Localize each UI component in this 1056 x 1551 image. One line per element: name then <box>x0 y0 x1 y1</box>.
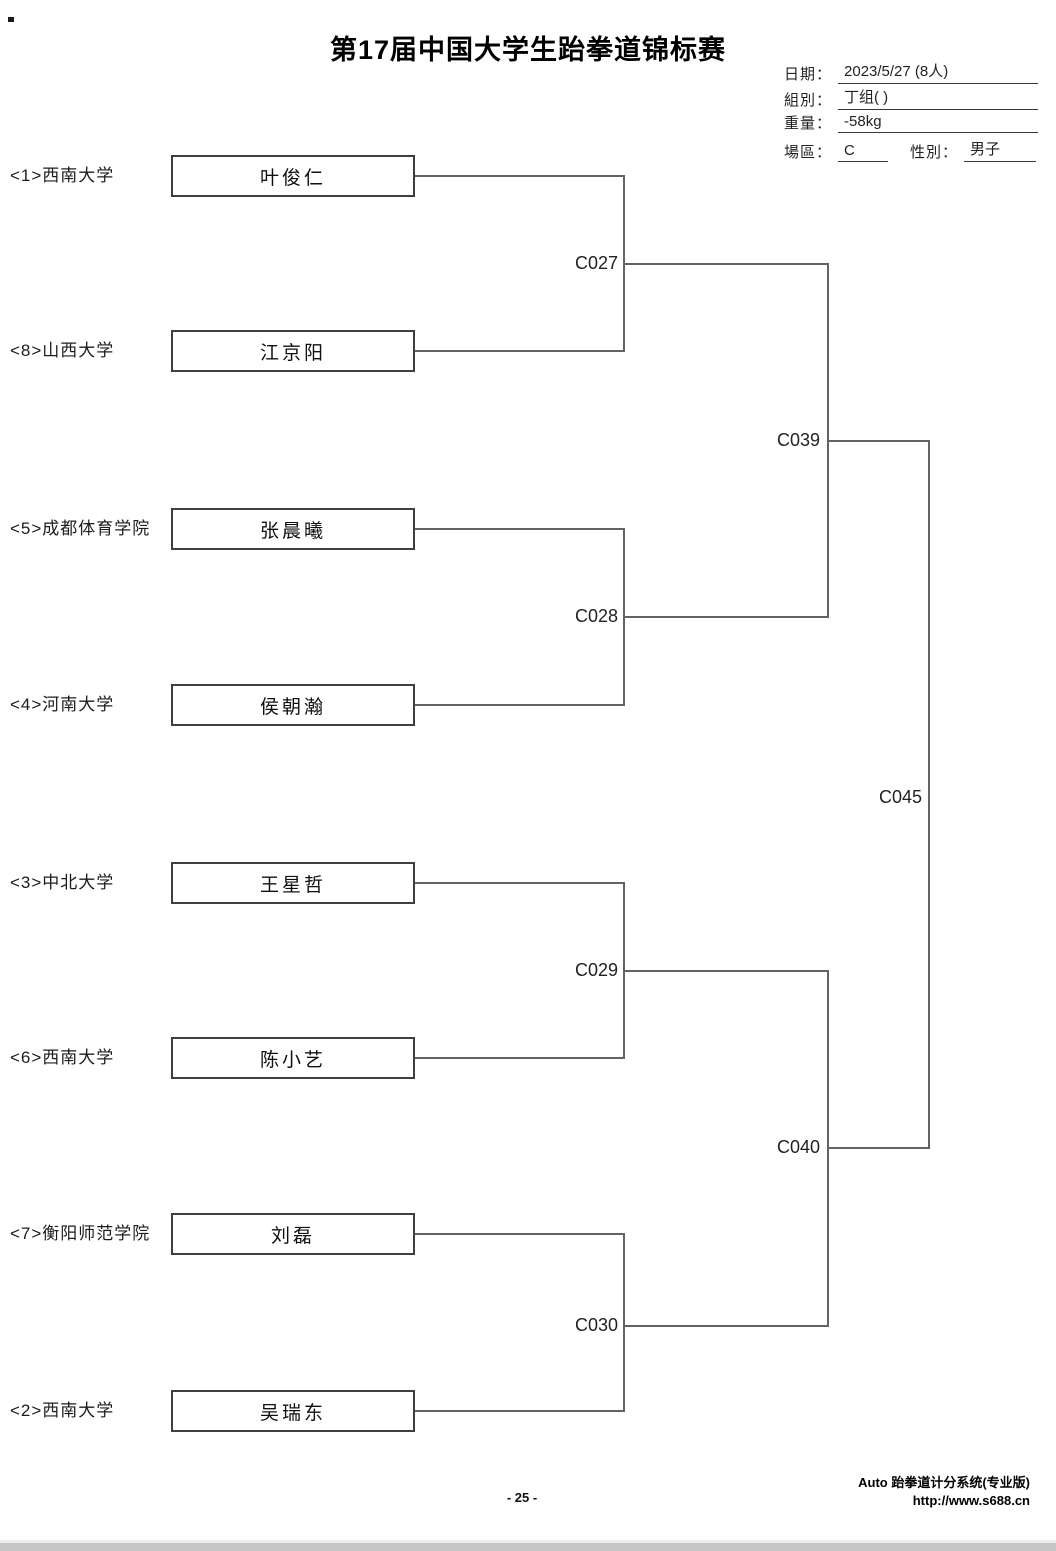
player-box: 江京阳 <box>171 330 415 372</box>
player-seed: <2>西南大学 <box>10 1401 115 1420</box>
connector-line <box>623 1233 625 1412</box>
area-value: C <box>838 142 889 162</box>
player-name: 侯朝瀚 <box>259 696 326 718</box>
gender-value: 男子 <box>964 138 1037 162</box>
player-name: 陈小艺 <box>259 1049 326 1071</box>
match-code: C030 <box>574 1315 618 1335</box>
bottom-edge-bar <box>0 1540 1056 1551</box>
player-name: 叶俊仁 <box>259 167 326 189</box>
player-seed: <1>西南大学 <box>10 166 115 185</box>
info-row-group: 組別： 丁组( ) <box>784 86 1039 110</box>
player-box: 刘磊 <box>171 1213 415 1255</box>
group-label: 組別： <box>784 92 833 109</box>
connector-line <box>415 882 625 884</box>
date-label: 日期： <box>784 66 833 83</box>
match-code: C045 <box>878 787 922 807</box>
player-name: 刘磊 <box>270 1225 315 1247</box>
date-value: 2023/5/27 (8人) <box>838 60 1039 84</box>
info-row-area-gender: 場區： C 性別： 男子 <box>784 138 1037 162</box>
connector-line <box>623 1325 829 1327</box>
connector-line <box>827 440 930 442</box>
match-code: C039 <box>776 430 820 450</box>
connector-line <box>415 1233 625 1235</box>
connector-line <box>623 616 829 618</box>
player-name: 王星哲 <box>259 874 326 896</box>
connector-line <box>827 1147 930 1149</box>
player-name: 吴瑞东 <box>259 1402 326 1424</box>
player-seed: <8>山西大学 <box>10 341 115 360</box>
player-seed: <7>衡阳师范学院 <box>10 1224 151 1243</box>
match-code: C028 <box>574 606 618 626</box>
connector-line <box>623 263 829 265</box>
player-box: 王星哲 <box>171 862 415 904</box>
player-box: 侯朝瀚 <box>171 684 415 726</box>
player-seed: <5>成都体育学院 <box>10 519 151 538</box>
match-code: C040 <box>776 1137 820 1157</box>
connector-line <box>415 175 625 177</box>
connector-line <box>928 440 930 1149</box>
player-seed: <3>中北大学 <box>10 873 115 892</box>
group-value: 丁组( ) <box>838 86 1039 110</box>
scoring-system-name: Auto 跆拳道计分系统(专业版) <box>858 1475 1030 1490</box>
player-name: 江京阳 <box>259 342 326 364</box>
connector-line <box>415 704 625 706</box>
info-row-date: 日期： 2023/5/27 (8人) <box>784 60 1039 84</box>
match-code: C027 <box>574 253 618 273</box>
stray-mark <box>8 17 14 22</box>
weight-value: -58kg <box>838 113 1039 133</box>
connector-line <box>415 1057 625 1059</box>
player-box: 吴瑞东 <box>171 1390 415 1432</box>
connector-line <box>415 350 625 352</box>
player-box: 叶俊仁 <box>171 155 415 197</box>
footer-branding: Auto 跆拳道计分系统(专业版) http://www.s688.cn <box>858 1474 1030 1510</box>
player-seed: <6>西南大学 <box>10 1048 115 1067</box>
connector-line <box>415 528 625 530</box>
player-box: 陈小艺 <box>171 1037 415 1079</box>
info-row-weight: 重量： -58kg <box>784 112 1039 133</box>
gender-label: 性別： <box>910 144 959 161</box>
weight-label: 重量： <box>784 115 833 132</box>
page-number: - 25 - <box>506 1490 538 1505</box>
player-name: 张晨曦 <box>259 520 326 542</box>
connector-line <box>623 970 829 972</box>
area-label: 場區： <box>784 144 833 161</box>
page-title: 第17届中国大学生跆拳道锦标赛 <box>329 35 727 65</box>
match-code: C029 <box>574 960 618 980</box>
player-seed: <4>河南大学 <box>10 695 115 714</box>
player-box: 张晨曦 <box>171 508 415 550</box>
connector-line <box>415 1410 625 1412</box>
scoring-system-url: http://www.s688.cn <box>912 1493 1030 1508</box>
